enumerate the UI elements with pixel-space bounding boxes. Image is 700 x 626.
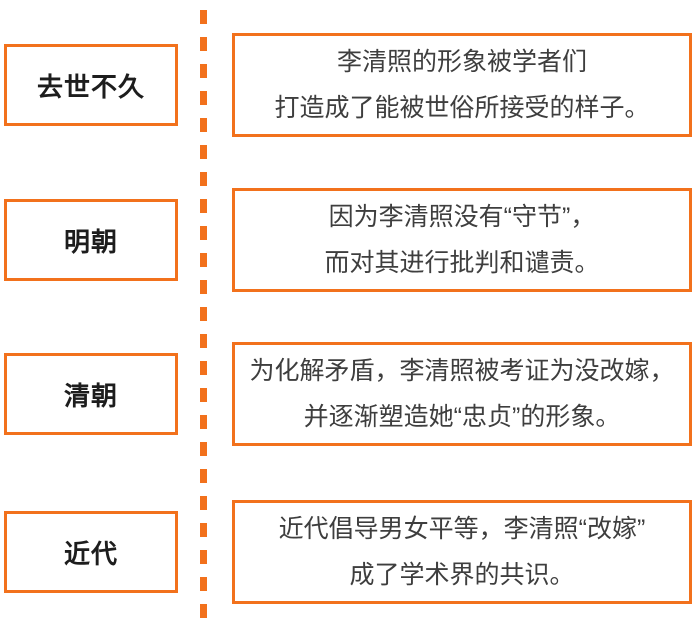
description-line: 并逐渐塑造她“忠贞”的形象。: [303, 403, 621, 431]
era-label: 明朝: [63, 226, 118, 257]
description-line: 成了学术界的共识。: [349, 561, 575, 589]
description-box: 为化解矛盾，李清照被考证为没改嫁， 并逐渐塑造她“忠贞”的形象。: [232, 342, 692, 446]
description-line: 因为李清照没有“守节”，: [328, 203, 596, 231]
timeline-row: 明朝 因为李清照没有“守节”， 而对其进行批判和谴责。: [0, 188, 700, 292]
description-line: 而对其进行批判和谴责。: [324, 249, 600, 277]
description-line: 打造成了能被世俗所接受的样子。: [274, 94, 650, 122]
description-line: 李清照的形象被学者们: [336, 48, 587, 76]
dashed-divider: [200, 10, 207, 622]
timeline-row: 去世不久 李清照的形象被学者们 打造成了能被世俗所接受的样子。: [0, 33, 700, 137]
timeline-row: 近代 近代倡导男女平等，李清照“改嫁” 成了学术界的共识。: [0, 500, 700, 604]
timeline-row: 清朝 为化解矛盾，李清照被考证为没改嫁， 并逐渐塑造她“忠贞”的形象。: [0, 342, 700, 446]
description-box: 因为李清照没有“守节”， 而对其进行批判和谴责。: [232, 188, 692, 292]
era-label: 近代: [63, 538, 118, 569]
description-line: 为化解矛盾，李清照被考证为没改嫁，: [249, 357, 675, 385]
description-box: 近代倡导男女平等，李清照“改嫁” 成了学术界的共识。: [232, 500, 692, 604]
era-box: 近代: [4, 511, 178, 593]
era-box: 去世不久: [4, 44, 178, 126]
description-line: 近代倡导男女平等，李清照“改嫁”: [278, 515, 646, 543]
era-label: 去世不久: [36, 71, 145, 102]
era-label: 清朝: [63, 380, 118, 411]
description-box: 李清照的形象被学者们 打造成了能被世俗所接受的样子。: [232, 33, 692, 137]
era-box: 明朝: [4, 199, 178, 281]
era-box: 清朝: [4, 353, 178, 435]
